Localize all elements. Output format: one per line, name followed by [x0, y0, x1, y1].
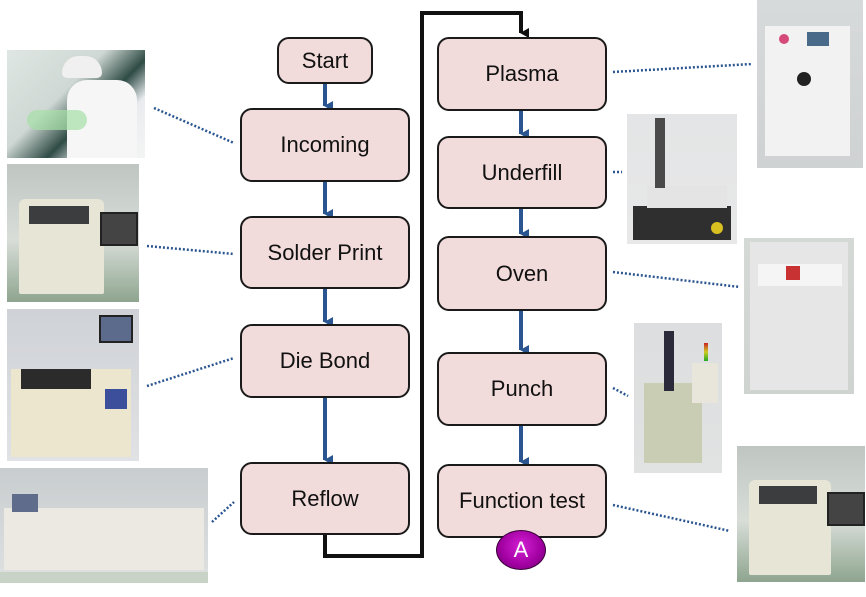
photo-reflow: [0, 468, 208, 583]
node-function-test: Function test: [437, 464, 607, 538]
leader-punch: [612, 386, 629, 398]
photo-oven: [744, 238, 854, 394]
photo-underfill: [627, 114, 737, 244]
node-plasma: Plasma: [437, 37, 607, 111]
photo-function-test: [737, 446, 865, 582]
connector-a: A: [496, 530, 546, 570]
node-die-bond: Die Bond: [240, 324, 410, 398]
photo-die-bond: [7, 309, 139, 461]
leader-solder-print: [146, 244, 235, 256]
leader-incoming: [153, 106, 235, 145]
leader-function-test: [612, 503, 731, 533]
photo-incoming: [7, 50, 145, 158]
node-punch: Punch: [437, 352, 607, 426]
node-oven: Oven: [437, 236, 607, 311]
leader-reflow: [211, 501, 235, 523]
node-incoming: Incoming: [240, 108, 410, 182]
node-underfill: Underfill: [437, 136, 607, 209]
photo-plasma: [757, 0, 863, 168]
leader-oven: [612, 270, 741, 289]
photo-solder-print: [7, 164, 139, 302]
node-solder-print: Solder Print: [240, 216, 410, 289]
leader-plasma: [612, 62, 753, 74]
node-reflow: Reflow: [240, 462, 410, 535]
node-start: Start: [277, 37, 373, 84]
leader-die-bond: [146, 356, 235, 388]
photo-punch: [634, 323, 722, 473]
